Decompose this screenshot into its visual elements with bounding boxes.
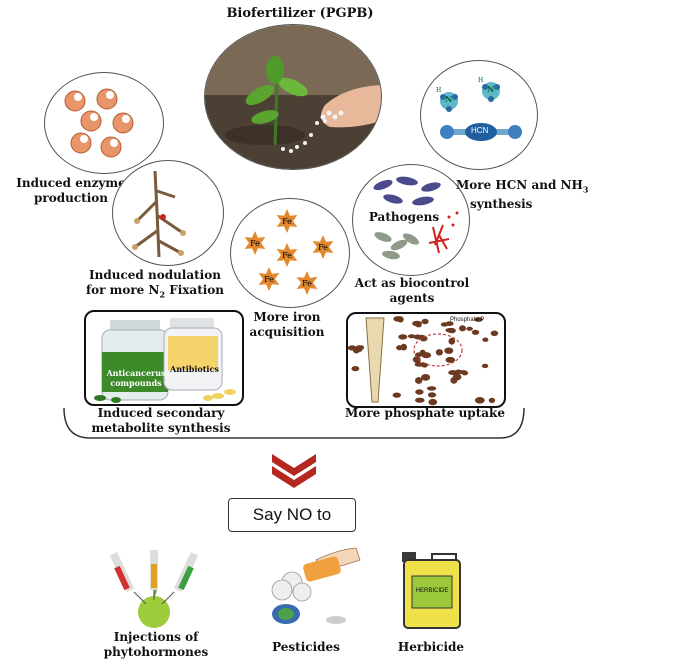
- hcn-label: More HCN and NH3 synthesis: [456, 178, 589, 212]
- soil-particle: [427, 392, 437, 398]
- enzyme-label: Induced enzyme production: [16, 176, 126, 205]
- hcn-molecule-label: HCN: [471, 126, 489, 135]
- hcn-circle: N N H H HCN: [420, 60, 538, 170]
- h-atom-2: H: [478, 77, 484, 84]
- fe-star: [276, 243, 298, 267]
- soil-particle: [397, 316, 404, 323]
- fe-star: [312, 235, 334, 259]
- soil-particle: [448, 337, 456, 345]
- pathogens-circle: [352, 164, 470, 276]
- soil-particle: [471, 329, 480, 335]
- soil-particle: [428, 398, 438, 406]
- fe-star: [258, 267, 280, 291]
- secondary-label: Induced secondary metabolite synthesis: [91, 406, 231, 435]
- soil-particle: [445, 356, 456, 363]
- fe-star: [276, 209, 298, 233]
- fe-label: Fe: [282, 217, 292, 226]
- nodulation-label: Induced nodulation for more N2 Fixation: [80, 268, 230, 302]
- fe-star: [296, 271, 318, 295]
- n-atom-2: N: [487, 84, 495, 94]
- root-nodule-icon: [132, 170, 186, 258]
- nodulation-line1: Induced nodulation: [89, 268, 221, 282]
- plant-photo: [204, 24, 382, 170]
- soil-particle: [414, 362, 425, 367]
- fe-label: Fe: [302, 279, 312, 288]
- fe-star: [244, 231, 266, 255]
- soil-particle: [398, 334, 408, 340]
- herbicide-label: Herbicide: [397, 640, 465, 654]
- phosphate-label: More phosphate uptake: [345, 406, 505, 420]
- soil-particle: [444, 347, 454, 354]
- molecule-icon: [440, 82, 522, 141]
- soil-particle: [445, 328, 455, 333]
- soil-particle: [455, 369, 462, 375]
- soil-particle: [421, 318, 429, 325]
- soil-particle: [488, 397, 496, 404]
- soil-particle: [452, 373, 462, 381]
- say-no-text: Say NO to: [252, 505, 332, 524]
- biocontrol-label: Act as biocontrol agents: [354, 276, 470, 305]
- soil-particle: [474, 397, 485, 404]
- soil-particle: [412, 320, 422, 327]
- phosphate-zone: [413, 333, 463, 367]
- soil-particle: [466, 326, 473, 331]
- nodulation-circle: [112, 160, 224, 266]
- soil-particle: [440, 322, 449, 327]
- herbicide-can-icon: [402, 552, 461, 629]
- soil-particle: [482, 337, 489, 342]
- soil-particle: [351, 366, 360, 372]
- fe-label: Fe: [282, 251, 292, 260]
- soil-particle: [352, 347, 360, 354]
- soil-particle: [415, 389, 424, 395]
- enzyme-icon: [64, 88, 134, 158]
- pesticide-spray-icon: [271, 547, 361, 624]
- soil-particle: [490, 330, 499, 337]
- pathogens-label: Pathogens: [368, 210, 440, 224]
- nodulation-line2: for more N2 Fixation: [85, 283, 225, 300]
- pesticides-label: Pesticides: [272, 640, 340, 654]
- fe-label: Fe: [250, 239, 260, 248]
- n-atom-1: N: [445, 94, 453, 104]
- soil-particle: [426, 386, 437, 391]
- soil-particle: [421, 352, 432, 359]
- enzyme-circle: [44, 72, 164, 174]
- bottles-icon: [94, 318, 236, 403]
- soil-particle: [419, 335, 428, 342]
- phosphate-inner-label: Phosphate P: [450, 317, 485, 323]
- soil-particle: [474, 317, 483, 322]
- soil-particle: [435, 349, 443, 356]
- root-section: [365, 317, 385, 403]
- diagram-title: Biofertilizer (PGPB): [226, 6, 374, 21]
- injections-label: Injections of phytohormones: [103, 630, 209, 659]
- fe-label: Fe: [318, 243, 328, 252]
- soil-particles: [348, 316, 499, 406]
- soil-particle: [392, 392, 401, 398]
- grouping-bracket: [63, 407, 525, 439]
- pathogen-icon: [373, 176, 459, 260]
- phosphate-box: Phosphate P: [346, 312, 506, 408]
- soil-particle: [396, 345, 403, 351]
- soil-particle: [421, 374, 431, 381]
- syringe-apple-icon: [109, 550, 199, 628]
- say-no-box: Say NO to: [228, 498, 356, 532]
- antibiotics-label: Antibiotics: [170, 364, 219, 374]
- chevron-down-icon: [272, 454, 316, 488]
- soil-particle: [459, 325, 466, 332]
- soil-particle: [412, 356, 421, 363]
- fe-label: Fe: [264, 275, 274, 284]
- h-atom-1: H: [436, 87, 442, 94]
- herbicide-can-label: HERBICIDE: [415, 588, 449, 594]
- soil-particle: [415, 397, 425, 403]
- iron-label: More iron acquisition: [249, 310, 325, 339]
- soil-particle: [407, 334, 416, 339]
- soil-particle: [415, 377, 423, 384]
- soil-particle: [481, 363, 489, 369]
